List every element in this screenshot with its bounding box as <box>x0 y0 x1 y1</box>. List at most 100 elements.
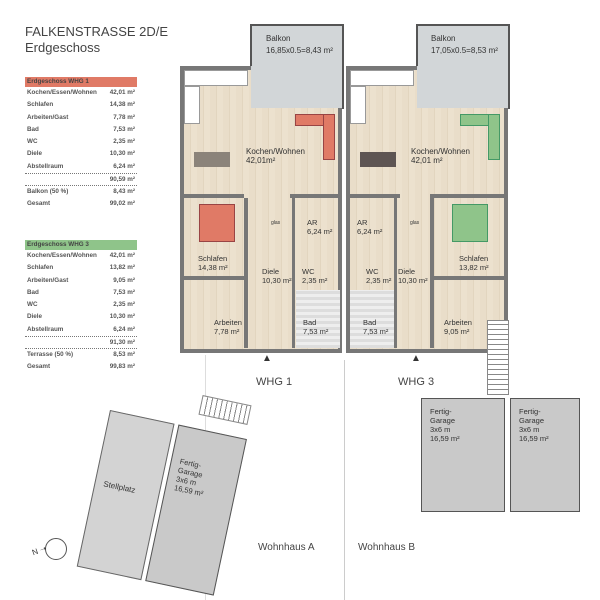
extra-area: 8,53 m² <box>113 351 135 359</box>
kitchen-counter <box>184 86 200 124</box>
room-area: 7,53 m² <box>113 125 135 133</box>
total-area: 99,83 m² <box>109 362 135 370</box>
glass-door-label: glas <box>271 220 281 226</box>
extra-area: 8,43 m² <box>113 188 135 196</box>
table-row: Bad 7,53 m² <box>25 124 137 136</box>
sofa <box>488 114 500 160</box>
room-name: Kochen/Essen/Wohnen <box>27 89 97 96</box>
table-row: Schlafen 14,38 m² <box>25 99 137 111</box>
house-a-label: Wohnhaus A <box>258 542 315 553</box>
kitchen-counter <box>184 70 248 86</box>
subtotal: 91,30 m² <box>109 339 135 347</box>
extra-label: Balkon (50 %) <box>27 188 69 196</box>
table-heading: Erdgeschoss WHG 1 <box>25 77 137 87</box>
table-row: Bad 7,53 m² <box>25 287 137 299</box>
entrance-arrow-icon: ▲ <box>262 353 272 364</box>
room-name: Kochen/Essen/Wohnen <box>27 252 97 259</box>
subtotal: 90,59 m² <box>109 176 135 184</box>
kitchen-counter <box>350 70 414 86</box>
terrace-stairs <box>487 320 509 395</box>
room-area: 7,78 m² <box>113 113 135 121</box>
room-name: Abstellraum <box>27 325 64 333</box>
room-area: 14,38 m² <box>109 101 135 109</box>
room-name: Arbeiten/Gast <box>27 276 69 284</box>
table-row: WC 2,35 m² <box>25 136 137 148</box>
sofa <box>323 114 335 160</box>
glass-door-label: glas <box>410 220 420 226</box>
table-row: Arbeiten/Gast 7,78 m² <box>25 112 137 124</box>
room-name: Bad <box>27 288 39 296</box>
bed <box>199 204 235 242</box>
room-name: WC <box>27 138 38 146</box>
total-area: 99,02 m² <box>109 199 135 207</box>
compass-n-arrow-icon: N ➝ <box>30 543 48 558</box>
compass-north-icon <box>45 538 67 560</box>
bathroom-tiles <box>296 290 340 348</box>
room-area: 9,05 m² <box>113 276 135 284</box>
total-row: Gesamt 99,02 m² <box>25 198 137 210</box>
room-name: Abstellraum <box>27 162 64 170</box>
room-name: Schlafen <box>27 101 54 109</box>
room-area: 7,53 m² <box>113 288 135 296</box>
unit-label-whg1: WHG 1 <box>256 376 293 388</box>
room-area: 2,35 m² <box>113 138 135 146</box>
balcony-fill <box>417 66 508 108</box>
room-name: Schlafen <box>27 264 54 272</box>
extra-row: Balkon (50 %) 8,43 m² <box>25 185 137 197</box>
room-area: 10,30 m² <box>109 313 135 321</box>
kitchen-counter <box>350 86 366 124</box>
room-name: Arbeiten/Gast <box>27 113 69 121</box>
property-line <box>344 360 345 600</box>
total-label: Gesamt <box>27 362 51 370</box>
stairs <box>198 395 252 425</box>
dining-table <box>360 152 396 167</box>
room-area: 6,24 m² <box>113 162 135 170</box>
extra-label: Terrasse (50 %) <box>27 351 74 359</box>
entrance-arrow-icon: ▲ <box>411 353 421 364</box>
room-name: Diele <box>27 313 43 321</box>
room-area: 13,82 m² <box>109 264 135 272</box>
room-area: 6,24 m² <box>113 325 135 333</box>
table-row: Abstellraum 6,24 m² <box>25 161 137 173</box>
room-area: 2,35 m² <box>113 301 135 309</box>
table-row: Schlafen 13,82 m² <box>25 262 137 274</box>
table-row: Abstellraum 6,24 m² <box>25 324 137 336</box>
total-label: Gesamt <box>27 199 51 207</box>
bed <box>452 204 488 242</box>
room-name: Diele <box>27 150 43 158</box>
room-name: Bad <box>27 125 39 133</box>
total-row: Gesamt 99,83 m² <box>25 361 137 373</box>
dining-table <box>194 152 230 167</box>
subtitle: Erdgeschoss <box>25 40 101 55</box>
bathroom-tiles <box>350 290 394 348</box>
stellplatz-label: Stellplatz <box>102 479 137 495</box>
subtotal-row: 91,30 m² <box>25 336 137 348</box>
title: FALKENSTRASSE 2D/E <box>25 24 169 39</box>
table-heading: Erdgeschoss WHG 3 <box>25 240 137 250</box>
